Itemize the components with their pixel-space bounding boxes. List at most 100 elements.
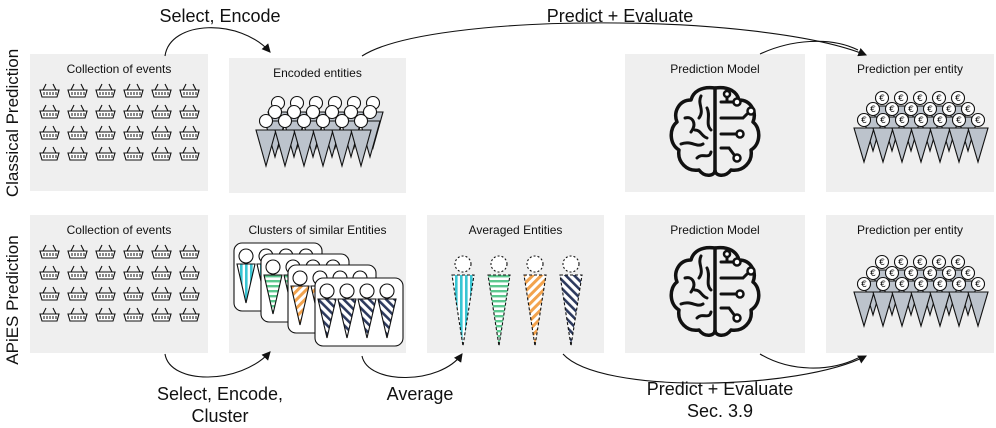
- entity-cone-icon: [236, 263, 256, 304]
- shopping-basket-icon: [95, 83, 116, 98]
- euro-coin-entity-icon: [891, 112, 913, 163]
- shopping-basket-icon: [151, 146, 172, 161]
- shopping-basket-icon: [123, 265, 144, 280]
- shopping-basket-icon: [123, 286, 144, 301]
- entity-cone-icon: [263, 274, 283, 315]
- entity-cluster-card: [314, 277, 404, 347]
- flow-label-select-encode-cluster: Select, Encode, Cluster: [130, 383, 310, 427]
- shopping-basket-icon: [39, 286, 60, 301]
- euro-coin-entity-icon: [853, 112, 875, 163]
- shopping-basket-icon: [39, 265, 60, 280]
- entity-cone-icon: [377, 298, 397, 339]
- shopping-basket-icon: [151, 83, 172, 98]
- averaged-entity-cone-icon: [451, 274, 475, 347]
- person-head-icon: [379, 283, 395, 299]
- shopping-basket-icon: [95, 265, 116, 280]
- shopping-basket-icon: [39, 104, 60, 119]
- shopping-basket-icon: [151, 265, 172, 280]
- flow-label-line: Predict + Evaluate: [646, 379, 794, 399]
- shopping-basket-icon: [123, 83, 144, 98]
- entity-cone-icon: [337, 298, 357, 339]
- euro-coin-entity-icon: [929, 112, 951, 163]
- prediction-entities-classical: [853, 90, 989, 163]
- panel-title: Averaged Entities: [468, 223, 563, 237]
- euro-coin-entity-icon: [967, 112, 989, 163]
- shopping-basket-icon: [95, 244, 116, 259]
- arrow-select-encode-cluster: [164, 351, 271, 378]
- flow-label-line: Select, Encode,: [156, 384, 284, 404]
- euro-coin-entity-icon: [948, 112, 970, 163]
- event-baskets-apies: [39, 244, 200, 322]
- euro-coin-entity-icon: [910, 276, 932, 327]
- arrow-predict-evaluate-top: [361, 22, 868, 57]
- person-head-icon: [490, 255, 508, 273]
- prediction-entities-apies: [853, 254, 989, 327]
- euro-coin-entity-icon: [891, 276, 913, 327]
- euro-coin-entity-icon: [872, 276, 894, 327]
- flow-label-predict-evaluate-top: Predict + Evaluate: [546, 6, 694, 26]
- person-head-icon: [319, 283, 335, 299]
- person-head-icon: [526, 255, 544, 273]
- arrow-average: [361, 353, 463, 379]
- apies-events-panel: Collection of events: [30, 215, 208, 353]
- shopping-basket-icon: [151, 307, 172, 322]
- shopping-basket-icon: [39, 125, 60, 140]
- shopping-basket-icon: [179, 244, 200, 259]
- flow-label-line: Sec. 3.9: [686, 401, 754, 421]
- brain-circuit-icon: [669, 85, 761, 178]
- arrow-predict-evaluate-bottom: [562, 353, 867, 384]
- shopping-basket-icon: [179, 83, 200, 98]
- encoded-entities-group: [255, 95, 384, 167]
- person-head-icon: [454, 255, 472, 273]
- panel-title: Prediction Model: [670, 62, 760, 76]
- averaged-entity-cone-icon: [487, 274, 511, 347]
- euro-coin-entity-icon: [948, 276, 970, 327]
- shopping-basket-icon: [179, 286, 200, 301]
- flow-label-line: Cluster: [191, 406, 249, 426]
- shopping-basket-icon: [151, 286, 172, 301]
- flow-label-select-encode: Select, Encode: [159, 6, 281, 26]
- entity-cone-icon: [357, 298, 377, 339]
- panel-title: Encoded entities: [273, 66, 362, 80]
- shopping-basket-icon: [179, 146, 200, 161]
- event-baskets-classical: [39, 83, 200, 161]
- shopping-basket-icon: [179, 265, 200, 280]
- shopping-basket-icon: [151, 244, 172, 259]
- panel-title: Collection of events: [66, 62, 172, 76]
- shopping-basket-icon: [39, 244, 60, 259]
- person-head-icon: [339, 283, 355, 299]
- shopping-basket-icon: [123, 244, 144, 259]
- flow-label-average: Average: [386, 384, 454, 404]
- averaged-entity-cone-icon: [559, 274, 583, 347]
- shopping-basket-icon: [39, 83, 60, 98]
- person-head-icon: [562, 255, 580, 273]
- panel-title: Clusters of similar Entities: [248, 223, 387, 237]
- euro-coin-entity-icon: [853, 276, 875, 327]
- entity-clusters-group: [233, 242, 404, 347]
- arrow-model-to-prediction-top: [759, 40, 859, 55]
- shopping-basket-icon: [67, 146, 88, 161]
- shopping-basket-icon: [95, 307, 116, 322]
- shopping-basket-icon: [95, 286, 116, 301]
- arrow-model-to-prediction-bottom: [759, 353, 859, 369]
- flow-label-predict-evaluate-bottom: Predict + Evaluate Sec. 3.9: [620, 378, 820, 422]
- shopping-basket-icon: [95, 125, 116, 140]
- entity-cone-icon: [317, 298, 337, 339]
- shopping-basket-icon: [39, 146, 60, 161]
- shopping-basket-icon: [67, 265, 88, 280]
- shopping-basket-icon: [123, 125, 144, 140]
- shopping-basket-icon: [67, 286, 88, 301]
- euro-coin-entity-icon: [872, 112, 894, 163]
- shopping-basket-icon: [67, 125, 88, 140]
- person-head-icon: [238, 248, 254, 264]
- panel-title: Collection of events: [66, 223, 172, 237]
- shopping-basket-icon: [151, 104, 172, 119]
- shopping-basket-icon: [179, 307, 200, 322]
- shopping-basket-icon: [39, 307, 60, 322]
- euro-coin-entity-icon: [929, 276, 951, 327]
- shopping-basket-icon: [67, 104, 88, 119]
- arrow-select-encode: [164, 27, 271, 57]
- panel-title: Prediction Model: [670, 223, 760, 237]
- averaged-entities-group: [451, 255, 583, 347]
